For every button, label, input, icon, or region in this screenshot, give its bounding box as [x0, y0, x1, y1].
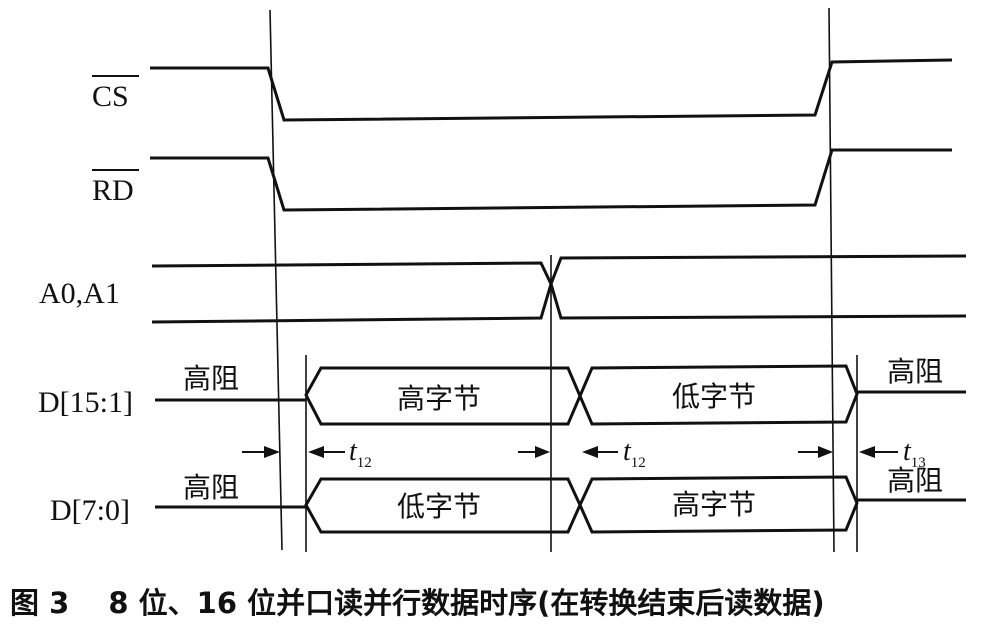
dhigh-label: D[15:1] — [38, 386, 133, 419]
figure-caption: 图 3 8 位、16 位并口读并行数据时序(在转换结束后读数据) — [10, 586, 825, 620]
signal-labels: CS RD A0,A1 D[15:1] D[7:0] — [38, 75, 139, 527]
guide-line-cs-rise — [828, 7, 835, 553]
dlow-segment-2 — [578, 475, 859, 534]
dlow-segment-1-label: 低字节 — [397, 490, 481, 523]
dhigh-waveform — [155, 364, 966, 426]
timing-labels: t12 t12 t13 — [349, 436, 926, 471]
dlow-label: D[7:0] — [50, 494, 130, 527]
dhigh-segment-2 — [578, 364, 859, 426]
address-label: A0,A1 — [39, 277, 120, 310]
dlow-waveform — [155, 475, 966, 534]
guide-line-cs-fall — [269, 9, 283, 551]
timing-arrows — [242, 446, 898, 458]
timing-label-t12-second: t12 — [623, 436, 646, 471]
guide-lines — [269, 7, 858, 553]
timing-label-t12-first: t12 — [349, 436, 372, 471]
hiz-label-right-bottom: 高阻 — [887, 464, 943, 497]
dlow-segment-2-label: 高字节 — [672, 488, 756, 521]
cs-waveform — [150, 58, 953, 122]
state-labels: 高阻 高阻 高阻 高阻 高字节 低字节 低字节 高字节 — [183, 355, 943, 523]
hiz-label-left-top: 高阻 — [183, 362, 239, 395]
dhigh-segment-2-label: 低字节 — [672, 380, 756, 413]
cs-label: CS — [92, 80, 129, 113]
hiz-label-left-bottom: 高阻 — [183, 471, 239, 504]
rd-label: RD — [92, 174, 134, 207]
dhigh-segment-1-label: 高字节 — [397, 382, 481, 415]
timing-label-t13: t13 — [903, 436, 926, 471]
rd-waveform — [150, 148, 952, 212]
hiz-label-right-top: 高阻 — [887, 355, 943, 388]
address-waveform — [151, 254, 967, 324]
